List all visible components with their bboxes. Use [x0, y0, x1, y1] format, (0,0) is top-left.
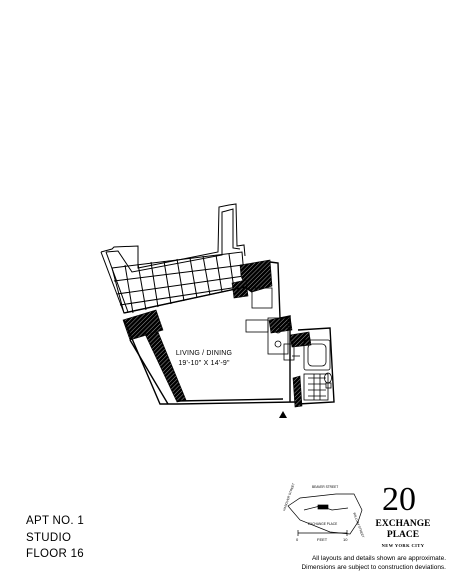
disclaimer: All layouts and details shown are approx… — [286, 554, 446, 572]
street-label-beaver: BEAVER STREET — [312, 485, 339, 489]
scale-start: 0 — [296, 537, 299, 542]
terrace — [100, 203, 246, 314]
brand-number: 20 — [382, 481, 416, 518]
apartment-info: APT NO. 1 STUDIO FLOOR 16 — [26, 513, 84, 563]
room-dimensions: 19'-10" X 14'-9" — [178, 360, 230, 367]
disclaimer-line2: Dimensions are subject to construction d… — [301, 564, 446, 571]
brand-city: NEW YORK CITY — [381, 543, 425, 548]
scale-label: FEET — [317, 537, 328, 542]
street-label-exchange: EXCHANGE PLACE — [308, 522, 338, 526]
scale-end: 10 — [343, 537, 348, 542]
bathroom — [303, 339, 332, 401]
exterior-walls — [123, 261, 335, 405]
floor-number: FLOOR 16 — [26, 548, 85, 560]
apartment-number: APT NO. 1 — [26, 515, 85, 527]
entry-arrow-icon — [279, 411, 287, 418]
kitchen — [245, 287, 300, 361]
structural-walls — [122, 259, 312, 408]
room-name: LIVING / DINING — [175, 350, 233, 357]
brand-name-line2: PLACE — [386, 530, 420, 540]
disclaimer-line1: All layouts and details shown are approx… — [311, 555, 446, 562]
brand-name: EXCHANGE PLACE — [366, 519, 440, 541]
key-plan — [287, 493, 363, 536]
apartment-type: STUDIO — [26, 531, 72, 544]
brand-name-line1: EXCHANGE — [375, 519, 431, 529]
